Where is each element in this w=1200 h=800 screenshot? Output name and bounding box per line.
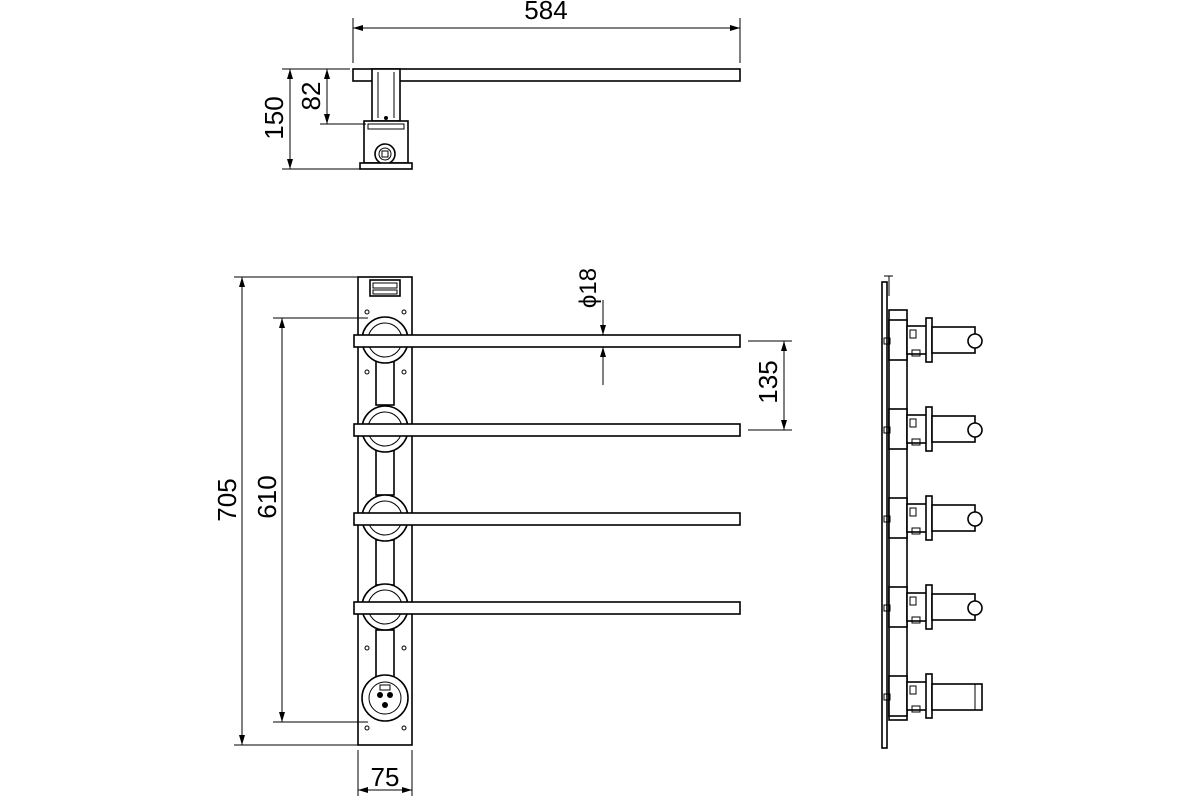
- dimension-584: 584: [524, 0, 567, 25]
- side-valve-4: [883, 584, 983, 630]
- top-column: [371, 68, 401, 122]
- top-towel-bar: [352, 68, 741, 82]
- dimension-75: 75: [371, 762, 400, 792]
- side-valve-2: [883, 406, 983, 452]
- side-wall-plate: [881, 281, 888, 749]
- dimension-diameter-18: ϕ18: [575, 268, 602, 308]
- dimension-135: 135: [753, 360, 783, 403]
- front-bar-2: [353, 405, 741, 453]
- top-valve-knob: [374, 143, 396, 165]
- dimension-705: 705: [212, 478, 242, 521]
- top-view: 584 150 82: [259, 0, 741, 170]
- side-valve-1: [883, 317, 983, 363]
- dimension-82: 82: [296, 82, 326, 111]
- side-view: [881, 275, 983, 749]
- side-valve-3: [883, 495, 983, 541]
- front-power-socket: [361, 674, 409, 722]
- dimension-150: 150: [259, 96, 289, 139]
- front-bar-1: [353, 316, 741, 364]
- front-bar-4: [353, 583, 741, 631]
- front-screws: [364, 309, 407, 731]
- side-valve-5: [883, 673, 983, 719]
- dimension-610: 610: [252, 475, 282, 518]
- front-view: 705 610 135 ϕ18 75: [212, 268, 792, 796]
- front-bar-3: [353, 494, 741, 542]
